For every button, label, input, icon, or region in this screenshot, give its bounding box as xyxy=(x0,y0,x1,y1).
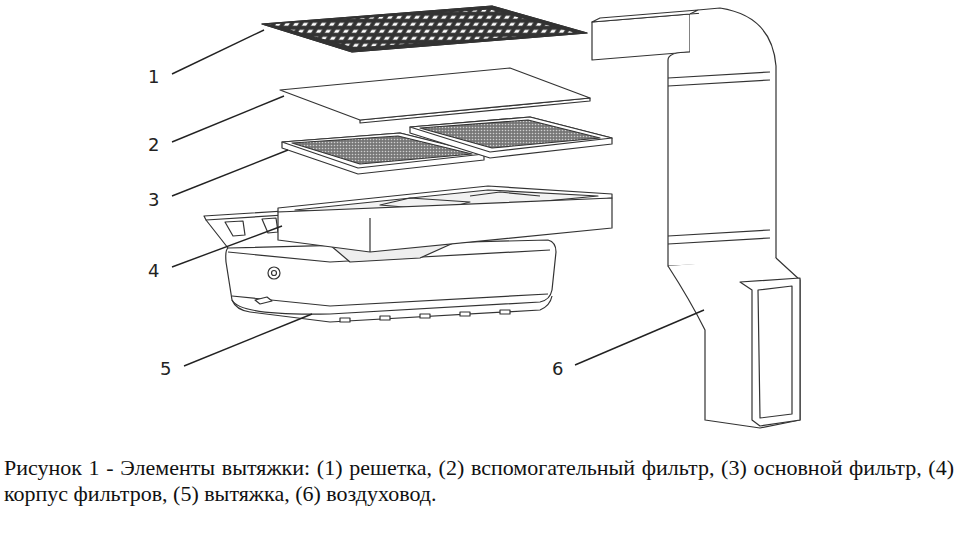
figure-caption: Рисунок 1 - Элементы вытяжки: (1) решетк… xyxy=(4,455,954,507)
callout-number: 3 xyxy=(148,191,159,209)
grating xyxy=(262,6,587,52)
main-filter xyxy=(282,117,612,174)
callout-number: 6 xyxy=(552,360,563,378)
callout-number: 5 xyxy=(160,360,171,378)
callout-number: 4 xyxy=(148,262,159,280)
air-duct xyxy=(592,8,800,428)
callout-number: 2 xyxy=(148,136,159,154)
filter-housing xyxy=(278,186,612,252)
leader-lines xyxy=(172,30,704,366)
auxiliary-filter xyxy=(280,68,590,123)
callout-number: 1 xyxy=(148,68,159,86)
